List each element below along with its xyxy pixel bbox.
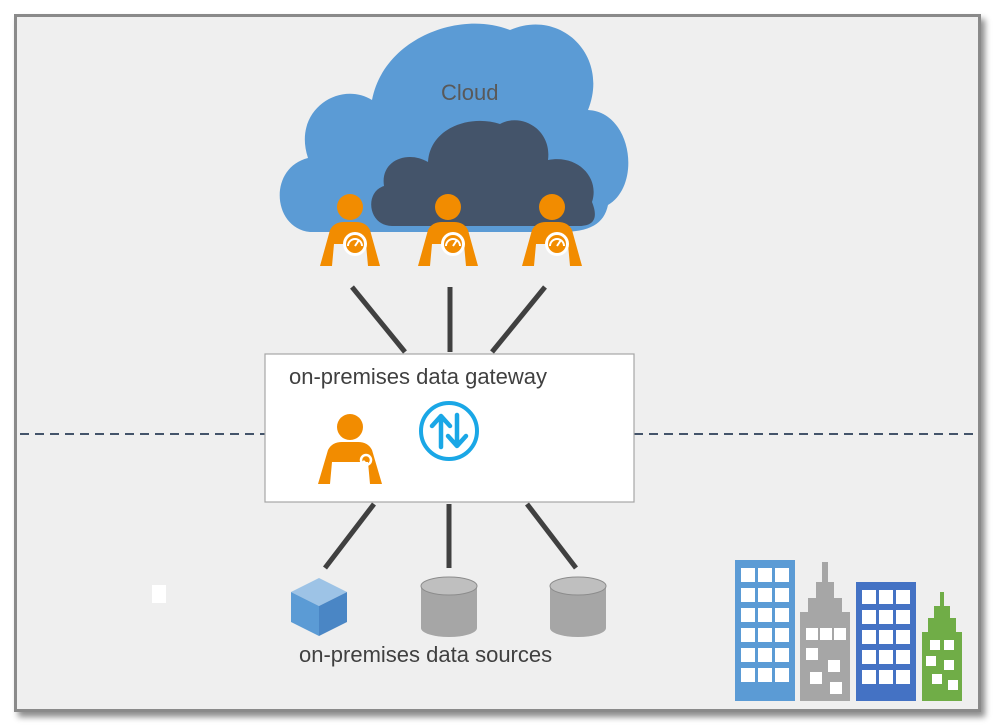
database-icon xyxy=(420,576,478,637)
cloud-label: Cloud xyxy=(441,80,499,105)
source-connectors xyxy=(323,502,578,570)
gateway-label: on-premises data gateway xyxy=(289,364,548,389)
user-wrench-icon xyxy=(318,414,382,485)
up-down-arrows-icon xyxy=(419,401,479,461)
user-gauge-icon xyxy=(320,194,380,266)
dark-cloud-icon xyxy=(371,120,595,226)
database-icon xyxy=(549,576,607,637)
user-gauge-icon xyxy=(418,194,478,266)
data-sources-label: on-premises data sources xyxy=(299,642,553,667)
cloud-connectors xyxy=(350,285,547,354)
city-buildings-icon xyxy=(735,560,962,701)
user-gauge-icon xyxy=(522,194,582,266)
cube-icon xyxy=(291,578,347,636)
placeholder-square xyxy=(152,585,166,603)
